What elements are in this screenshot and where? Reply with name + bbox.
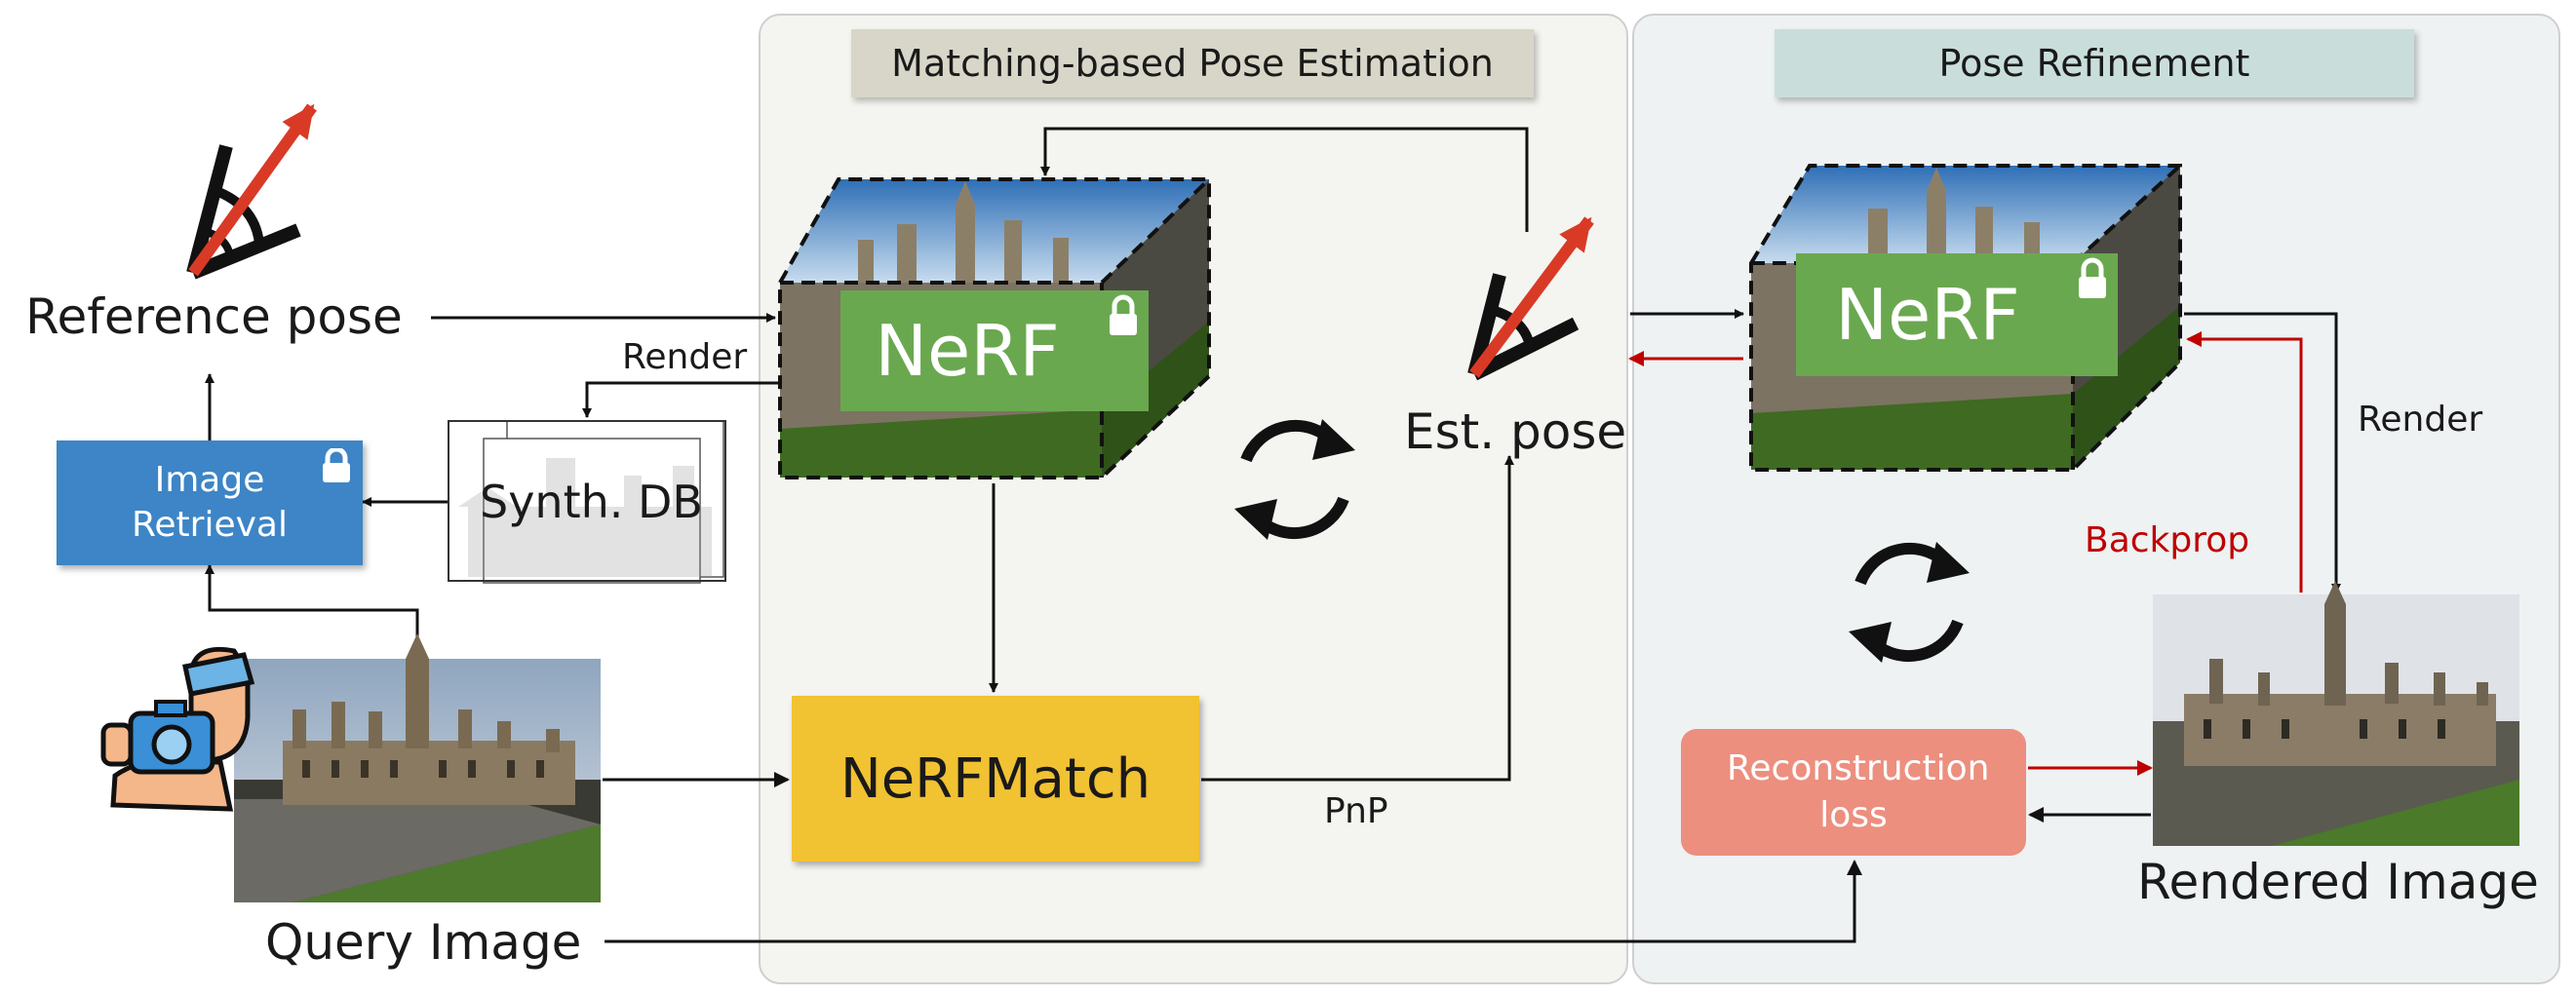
reference-pose-label: Reference pose [25, 288, 403, 345]
query-image-photo [234, 633, 601, 902]
backprop-label: Backprop [2085, 520, 2250, 560]
nerf-scene-cube-left [778, 177, 1211, 479]
reconstruction-loss-box: Reconstruction loss [1681, 729, 2026, 856]
lock-icon [323, 448, 350, 482]
photographer-icon [100, 646, 255, 812]
nerfmatch-label: NeRFMatch [839, 747, 1151, 811]
reconstruction-loss-label: Reconstruction loss [1727, 748, 1990, 835]
query-image-label: Query Image [265, 914, 582, 971]
render-label-left: Render [622, 337, 748, 377]
nerf-label-right: NeRF [1835, 274, 2020, 356]
rendered-image-photo [2153, 581, 2519, 846]
render-label-right: Render [2358, 400, 2483, 440]
cycle-arrows-icon-right [1849, 542, 1970, 663]
nerfmatch-box: NeRFMatch [792, 696, 1199, 862]
refinement-panel-title: Pose Refinement [1775, 29, 2414, 97]
pnp-label: PnP [1324, 791, 1388, 831]
est-pose-label: Est. pose [1404, 403, 1627, 460]
synth-db-stack [448, 420, 726, 584]
rendered-image-label: Rendered Image [2137, 854, 2539, 910]
image-retrieval-label: Image Retrieval [132, 460, 288, 545]
synth-db-label: Synth. DB [480, 476, 703, 528]
camera-pose-icon [186, 103, 317, 280]
matching-panel-title: Matching-based Pose Estimation [851, 29, 1534, 97]
nerf-scene-cube-right [1749, 164, 2182, 472]
camera-pose-icon-est [1467, 216, 1594, 381]
cycle-arrows-icon-left [1234, 419, 1355, 540]
nerf-label-left: NeRF [875, 310, 1060, 392]
image-retrieval-box: Image Retrieval [57, 441, 363, 565]
